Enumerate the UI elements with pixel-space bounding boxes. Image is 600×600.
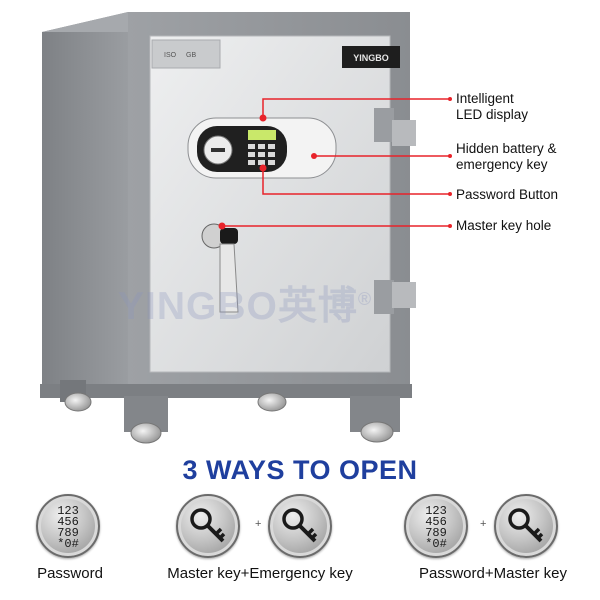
brand-plate-text: YINGBO — [353, 53, 389, 63]
wheel-back-mid — [257, 392, 287, 412]
callout-password-button: Password Button — [456, 187, 559, 202]
plus-sign-2: + — [480, 518, 487, 530]
method-label-master-emergency: Master key+Emergency key — [167, 565, 353, 582]
callout-lines — [222, 98, 450, 227]
section-heading: 3 WAYS TO OPEN — [182, 455, 418, 485]
hinge-bottom — [374, 280, 394, 314]
iso-badge: ISO — [164, 52, 177, 59]
plus-sign: + — [255, 518, 262, 530]
keypad-buttons[interactable] — [248, 144, 275, 165]
door-handle[interactable] — [219, 243, 239, 313]
callout-markers — [218, 97, 452, 230]
led-display — [248, 130, 276, 140]
wheel-front-left — [130, 422, 162, 444]
hinge-top-cap — [392, 120, 416, 146]
callout-master-key-hole: Master key hole — [456, 218, 552, 233]
gb-badge: GB — [186, 52, 196, 59]
wheel-back-left — [64, 392, 92, 412]
handle-knob — [220, 228, 238, 244]
master-key-badge-2 — [494, 494, 558, 558]
certification-plate — [151, 39, 221, 69]
key-icon — [282, 508, 318, 543]
method-label-password: Password — [37, 565, 103, 582]
safe-base — [40, 384, 412, 398]
callout-hidden-battery: Hidden battery &emergency key — [456, 141, 557, 172]
hinge-top — [374, 108, 394, 142]
brand-watermark: YINGBO英博® — [118, 285, 373, 328]
emergency-lock-slot — [211, 148, 225, 152]
brand-plate — [342, 46, 400, 68]
cabinet-side — [42, 12, 128, 394]
key-icon — [508, 508, 544, 543]
method-label-password-master: Password+Master key — [419, 565, 567, 582]
safe-illustration: YINGBO ISO GB — [40, 12, 452, 444]
door-panel — [149, 35, 391, 373]
key-icon — [190, 508, 226, 543]
emergency-key-badge — [268, 494, 332, 558]
master-key-badge — [176, 494, 240, 558]
hinge-bottom-cap — [392, 282, 416, 308]
wheel-front-right — [360, 421, 394, 443]
